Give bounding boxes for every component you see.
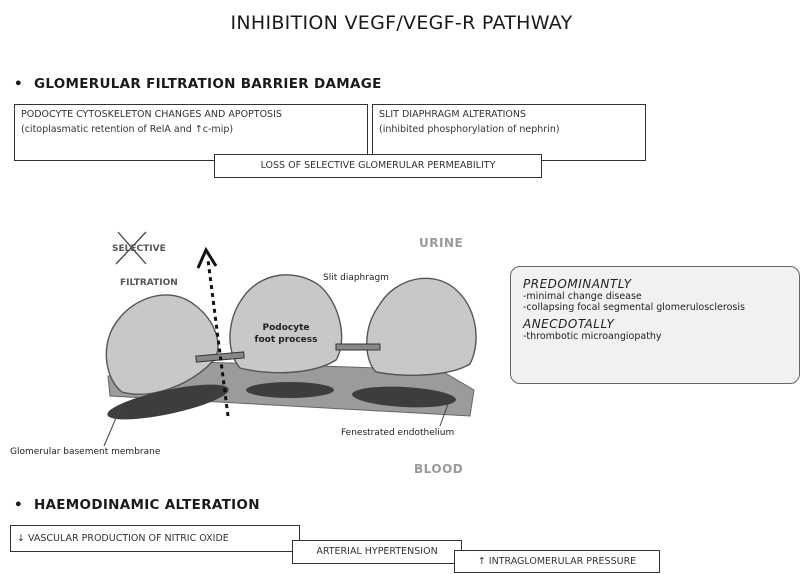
clinical-presentation-box: PREDOMINANTLY -minimal change disease -c… — [510, 266, 800, 384]
endothelium-middle — [246, 382, 334, 398]
predominantly-item: -collapsing focal segmental glomeruloscl… — [523, 302, 745, 313]
arterial-hypertension-box: ARTERIAL HYPERTENSION — [292, 540, 462, 564]
section-heading-haemodinamic: • HAEMODINAMIC ALTERATION — [14, 497, 260, 513]
heading-text: GLOMERULAR FILTRATION BARRIER DAMAGE — [33, 76, 382, 92]
endothelium-left — [107, 384, 229, 420]
slit-diaphragm-label: Slit diaphragm — [323, 273, 389, 283]
podocyte-middle — [229, 274, 343, 374]
box-line-1: PODOCYTE CYTOSKELETON CHANGES AND APOPTO… — [21, 109, 282, 120]
podocyte-label-line-2: foot process — [254, 335, 318, 345]
bullet: • — [14, 497, 23, 513]
loss-of-permeability-box: LOSS OF SELECTIVE GLOMERULAR PERMEABILIT… — [214, 154, 542, 178]
podocyte-right — [366, 277, 477, 376]
nitric-oxide-box: ↓ VASCULAR PRODUCTION OF NITRIC OXIDE — [10, 525, 300, 552]
box-line-2: (inhibited phosphorylation of nephrin) — [379, 124, 560, 135]
predominantly-item: -minimal change disease — [523, 291, 642, 302]
gbm-label: Glomerular basement membrane — [10, 447, 161, 457]
filtration-barrier-diagram — [103, 231, 477, 447]
box-line-2: (citoplasmatic retention of RelA and ↑c-… — [21, 124, 234, 135]
bullet: • — [14, 76, 23, 92]
page-title: INHIBITION VEGF/VEGF-R PATHWAY — [230, 12, 573, 34]
box-line-1: SLIT DIAPHRAGM ALTERATIONS — [379, 109, 527, 120]
cross-mark — [117, 231, 147, 265]
filtration-arrowhead — [196, 246, 218, 269]
fenestrated-endothelium-label: Fenestrated endothelium — [341, 428, 455, 438]
section-heading-glomerular: • GLOMERULAR FILTRATION BARRIER DAMAGE — [14, 76, 382, 92]
selective-label: SELECTIVE — [112, 244, 166, 254]
gbm-leader-line — [103, 403, 123, 447]
cross-mark — [115, 231, 147, 265]
filtration-arrow — [206, 259, 230, 417]
slit-diaphragm-alterations-box: SLIT DIAPHRAGM ALTERATIONS (inhibited ph… — [372, 104, 646, 161]
heading-text: HAEMODINAMIC ALTERATION — [33, 497, 260, 513]
anecdotally-heading: ANECDOTALLY — [523, 317, 615, 331]
endothelium-right — [352, 386, 456, 408]
blood-label: BLOOD — [414, 462, 464, 476]
anecdotally-item: -thrombotic microangiopathy — [523, 331, 662, 342]
predominantly-heading: PREDOMINANTLY — [523, 277, 632, 291]
urine-label: URINE — [419, 236, 464, 250]
endothelium-leader-line — [439, 403, 449, 427]
filtration-label: FILTRATION — [120, 278, 178, 288]
slit-diaphragm-right — [335, 343, 381, 351]
intraglomerular-pressure-box: ↑ INTRAGLOMERULAR PRESSURE — [454, 550, 660, 573]
podocyte-label-line-1: Podocyte — [262, 323, 310, 333]
podocyte-cytoskeleton-box: PODOCYTE CYTOSKELETON CHANGES AND APOPTO… — [14, 104, 368, 161]
podocyte-label: Podocyte foot process — [252, 322, 320, 346]
